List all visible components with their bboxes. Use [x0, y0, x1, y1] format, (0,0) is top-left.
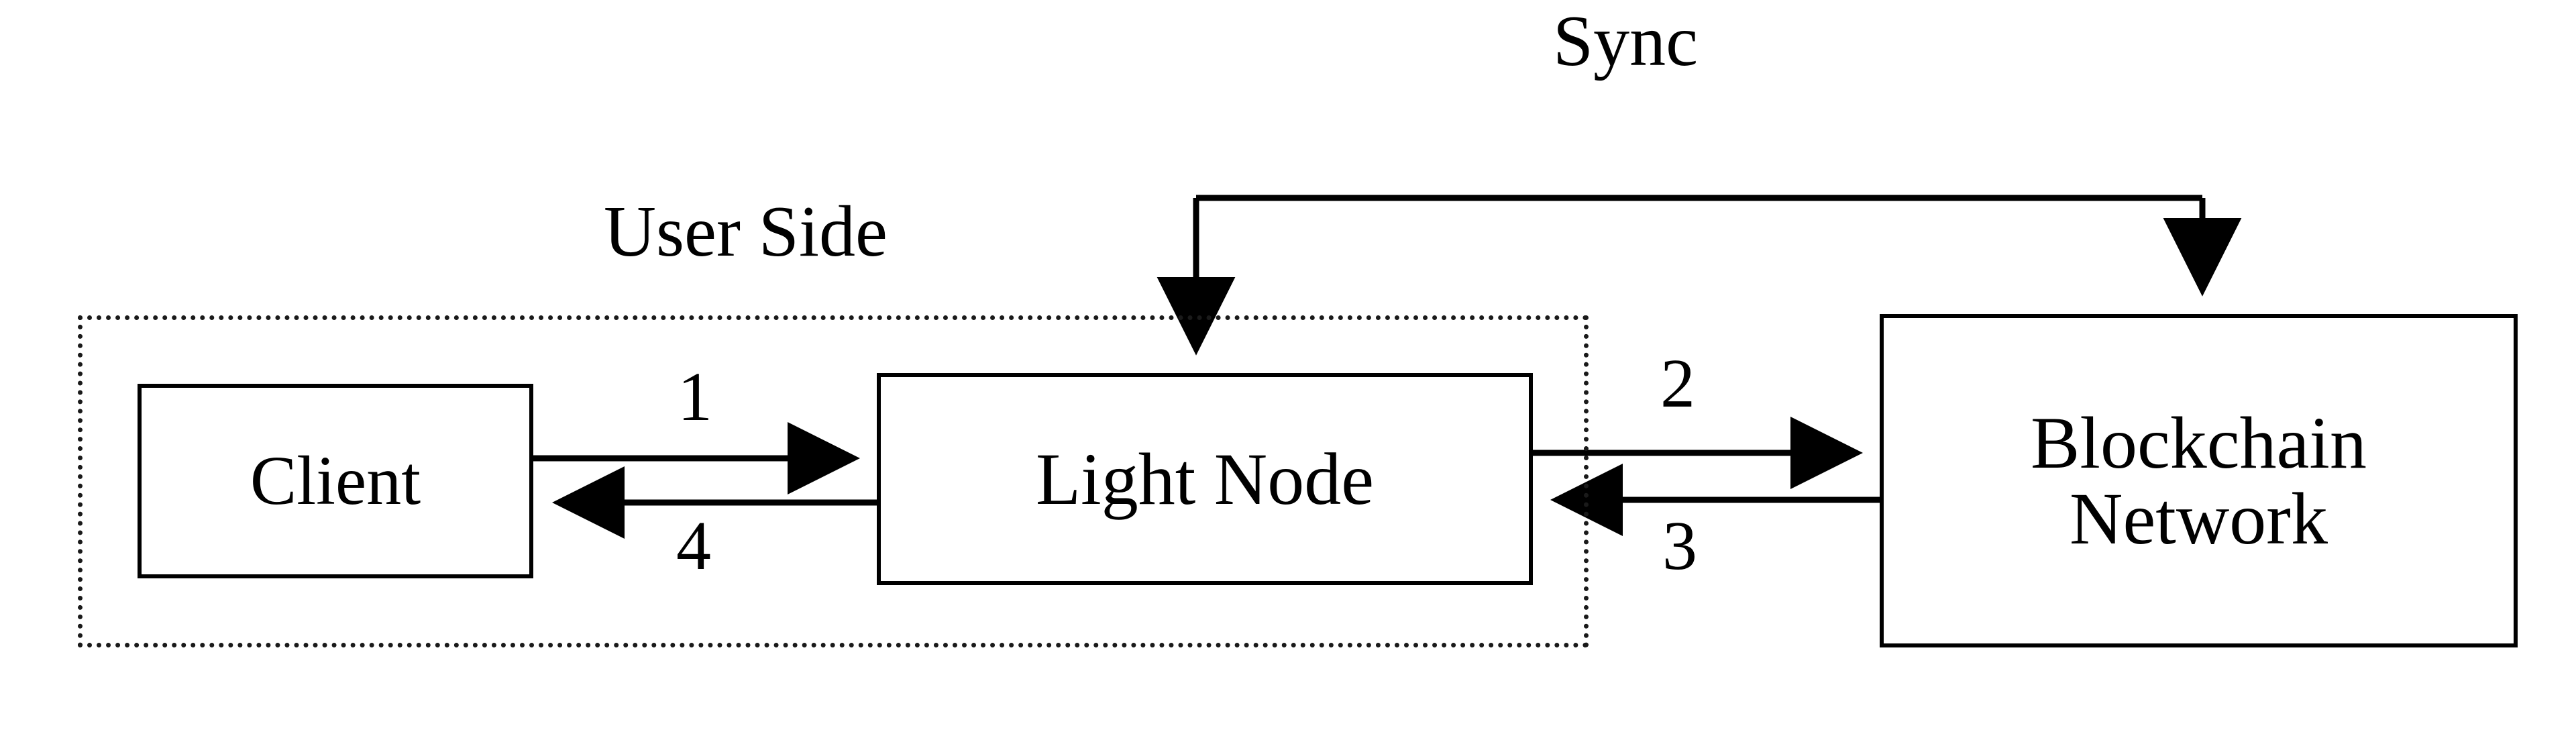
- node-blockchain-label-line2: Network: [2070, 477, 2328, 560]
- node-light-node-label-line1: Light Node: [1035, 437, 1375, 520]
- node-client[interactable]: Client: [138, 384, 533, 578]
- node-blockchain-label-line1: Blockchain: [2031, 402, 2367, 484]
- user-side-region-label: User Side: [604, 192, 888, 272]
- node-client-label: Client: [250, 445, 421, 517]
- edge-label-4: 4: [676, 507, 711, 584]
- node-light-node[interactable]: Light Node: [877, 373, 1533, 585]
- node-blockchain-network[interactable]: Blockchain Network: [1880, 314, 2518, 647]
- node-light-node-label: Light Node: [1036, 441, 1374, 517]
- sync-edge-label: Sync: [1553, 1, 1698, 81]
- node-client-label-line1: Client: [250, 441, 421, 519]
- edge-label-2: 2: [1660, 345, 1695, 422]
- edge-label-1: 1: [678, 358, 712, 435]
- node-blockchain-network-label: Blockchain Network: [2031, 405, 2367, 556]
- edge-label-3: 3: [1662, 507, 1697, 584]
